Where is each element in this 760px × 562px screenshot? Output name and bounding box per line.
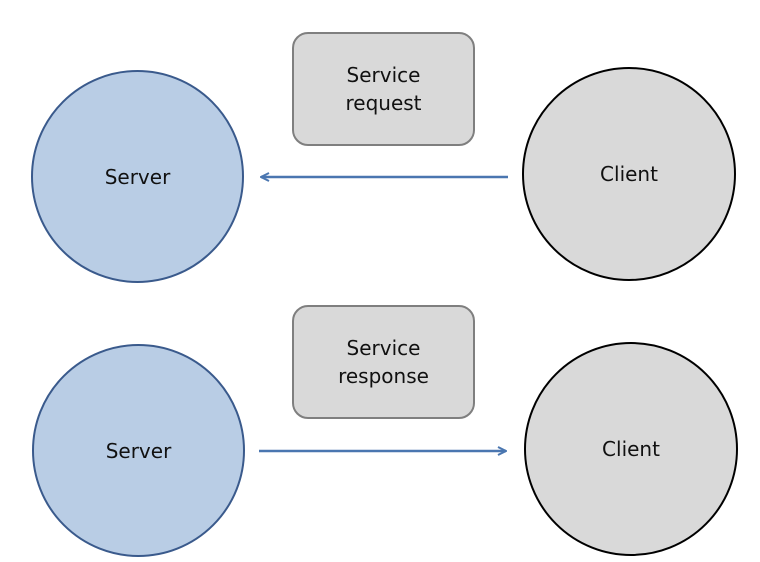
server-node-top: Server (31, 70, 244, 283)
service-request-box: Service request (292, 32, 475, 146)
client-label: Client (600, 162, 658, 186)
message-line-2: response (338, 364, 429, 388)
server-node-bottom: Server (32, 344, 245, 557)
message-line-1: Service (346, 336, 421, 360)
client-node-bottom: Client (524, 342, 738, 556)
message-line-2: request (345, 91, 422, 115)
server-label: Server (105, 438, 172, 463)
message-line-1: Service (346, 63, 421, 87)
server-label: Server (104, 164, 171, 189)
client-label: Client (602, 437, 660, 461)
client-node-top: Client (522, 67, 736, 281)
service-response-box: Service response (292, 305, 475, 419)
